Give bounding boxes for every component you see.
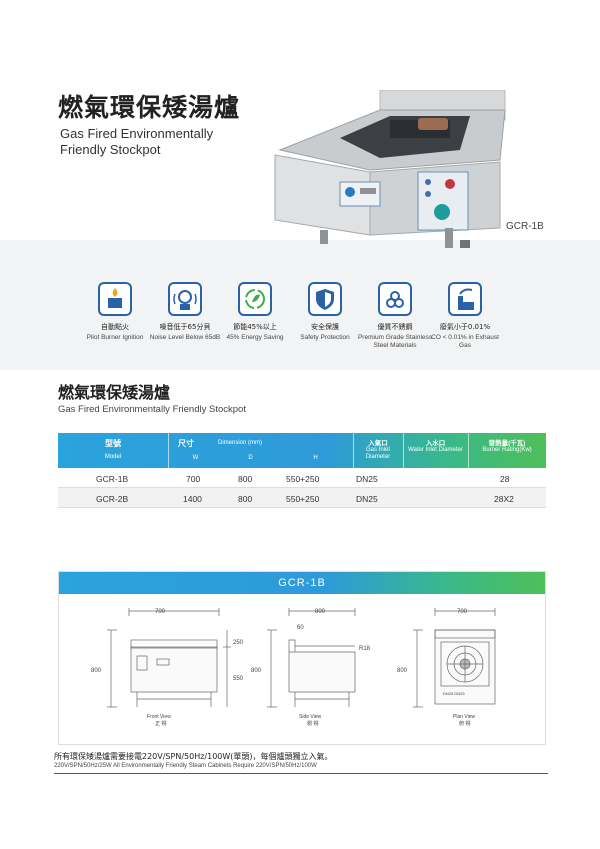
- footer-note-zh: 所有環保矮湯爐需要接電220V/SPN/50Hz/100W(單頭)，每個爐頭獨立…: [54, 752, 333, 761]
- cell-gas: DN25: [356, 474, 378, 484]
- side-dim-60-label: 60: [297, 625, 304, 631]
- plan-view-label-zh: 俯 視: [459, 720, 470, 727]
- plan-width-label: 700: [457, 609, 468, 615]
- front-view-label-en: Front View: [147, 714, 171, 720]
- spec-table-header: 型號 Model 尺寸 Dimension (mm) W D H 入氣口 Gas…: [58, 433, 546, 468]
- page-title-zh: 燃氣環保矮湯爐: [58, 93, 241, 122]
- cell-gas: DN25: [356, 494, 378, 504]
- side-view-label-zh: 側 視: [307, 720, 318, 727]
- col-gas-zh: 入氣口: [368, 440, 388, 447]
- table-row: GCR-1B 700 800 550+250 DN25 28: [58, 468, 546, 488]
- table-row: GCR-2B 1400 800 550+250 DN25 28X2: [58, 488, 546, 508]
- plan-height-label: 800: [397, 668, 408, 674]
- noise-ear-icon: [168, 282, 202, 316]
- cell-d: 800: [238, 474, 253, 484]
- drawings-banner: GCR-1B: [59, 572, 545, 594]
- feature-ignition: 自動點火 Pilot Burner Ignition: [75, 282, 155, 342]
- page-title-en: Gas Fired Environmentally Friendly Stock…: [60, 126, 214, 157]
- features-row: 自動點火 Pilot Burner Ignition 噪音低于65分貝 Nois…: [80, 282, 540, 362]
- col-model-zh: 型號: [105, 439, 121, 448]
- col-model-en: Model: [104, 454, 122, 460]
- front-width-label: 700: [155, 609, 166, 615]
- feature-energy: 節能45%以上 45% Energy Saving: [215, 282, 295, 342]
- burner-flame-icon: [98, 282, 132, 316]
- feature-noise: 噪音低于65分貝 Noise Level Below 65dB: [145, 282, 225, 342]
- cell-h: 550+250: [286, 474, 320, 484]
- col-water-zh: 入水口: [425, 440, 446, 447]
- side-width-label: 800: [315, 609, 326, 615]
- plan-view: [413, 608, 496, 708]
- front-height-label: 800: [91, 668, 102, 674]
- col-gas-en: Gas Inlet Diameter: [365, 447, 391, 460]
- front-view: [107, 608, 231, 708]
- shield-icon: [308, 282, 342, 316]
- stockpot-product-image: [274, 90, 506, 248]
- feature-exhaust: 廢氣小于0.01% CO < 0.01% in Exhaust Gas: [425, 282, 505, 350]
- col-dimension-zh: 尺寸: [178, 439, 194, 448]
- cell-model: GCR-2B: [96, 494, 129, 504]
- side-r18-label: R18: [359, 646, 371, 652]
- recycle-leaf-icon: [238, 282, 272, 316]
- col-water-en: Water Inlet Diameter: [408, 447, 463, 453]
- footer-note-en: 220V/SPN/50Hz/25W All Environmentally Fr…: [54, 763, 317, 769]
- cell-burner: 28: [500, 474, 510, 484]
- steel-pipes-icon: [378, 282, 412, 316]
- col-burner-zh: 發熱量(千瓦): [488, 440, 526, 447]
- side-height-label: 800: [251, 668, 262, 674]
- cell-model: GCR-1B: [96, 474, 129, 484]
- factory-exhaust-icon: [448, 282, 482, 316]
- col-burner-en: Burner Rating(Kw): [482, 447, 532, 453]
- drawings-svg: 700 800 250 550 Front View 正 視 800 800 6…: [91, 608, 496, 727]
- model-tag: GCR-1B: [506, 221, 544, 232]
- footer-divider: [54, 773, 548, 774]
- plan-view-label-en: Plan View: [453, 714, 476, 720]
- feature-safety: 安全保護 Safety Protection: [285, 282, 365, 342]
- spec-table: 型號 Model 尺寸 Dimension (mm) W D H 入氣口 Gas…: [58, 433, 546, 508]
- section-title-zh: 燃氣環保矮湯爐: [58, 383, 171, 402]
- cell-w: 700: [186, 474, 201, 484]
- feature-steel: 優質不銹鋼 Premium Grade Stainless Steel Mate…: [355, 282, 435, 350]
- col-w: W: [192, 455, 199, 461]
- side-view-label-en: Side View: [299, 714, 322, 720]
- cell-d: 800: [238, 494, 253, 504]
- cell-w: 1400: [183, 494, 202, 504]
- technical-drawings: GCR-1B 700 800 250 550 Front View 正 視: [58, 571, 546, 745]
- cell-h: 550+250: [286, 494, 320, 504]
- cell-burner: 28X2: [494, 494, 514, 504]
- plan-gas-note: DN25 DN25: [443, 691, 465, 696]
- col-d: D: [248, 455, 253, 461]
- front-view-label-zh: 正 視: [155, 720, 166, 727]
- col-h: H: [313, 455, 318, 461]
- front-lower-label: 550: [233, 676, 244, 682]
- side-view: [267, 608, 356, 708]
- front-upper-label: 250: [233, 640, 244, 646]
- section-title-en: Gas Fired Environmentally Friendly Stock…: [58, 404, 246, 415]
- col-dimension-en: Dimension (mm): [218, 440, 263, 446]
